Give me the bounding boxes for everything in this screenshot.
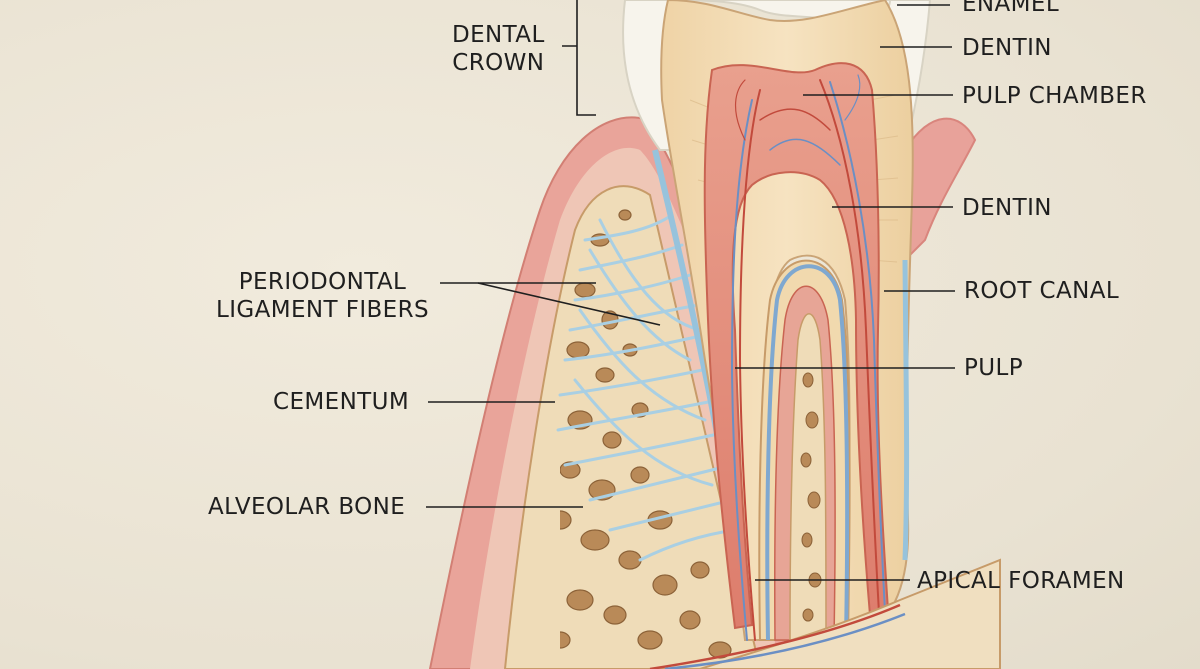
- ligament-fibers: [556, 213, 737, 562]
- label-dental-crown: DENTAL CROWN: [452, 21, 545, 77]
- label-apical-foramen: APICAL FORAMEN: [917, 568, 1125, 594]
- leader-lines: [426, 0, 955, 581]
- alveolar-bone-left: [503, 185, 762, 669]
- gum-right: [904, 117, 977, 263]
- vessels: [730, 74, 887, 641]
- label-dental-crown-line2: CROWN: [452, 50, 545, 76]
- crown-bracket: [562, 0, 596, 116]
- label-root-canal: ROOT CANAL: [964, 278, 1120, 304]
- label-enamel: ENAMEL: [962, 0, 1060, 17]
- root-cementum-outline: [765, 264, 850, 641]
- label-pulp: PULP: [964, 355, 1023, 381]
- label-cementum: CEMENTUM: [273, 389, 410, 415]
- label-dentin-root: DENTIN: [962, 195, 1052, 221]
- label-periodontal-line1: PERIODONTAL: [238, 269, 407, 295]
- pulp-chamber: [703, 62, 890, 630]
- label-pulp-chamber: PULP CHAMBER: [962, 83, 1147, 109]
- label-periodontal-ligament-fibers: PERIODONTAL LIGAMENT FIBERS: [216, 268, 429, 324]
- label-periodontal-line2: LIGAMENT FIBERS: [216, 297, 429, 323]
- inner-bone: [789, 313, 827, 641]
- label-alveolar-bone: ALVEOLAR BONE: [208, 494, 406, 520]
- label-dental-crown-line1: DENTAL: [452, 22, 545, 48]
- label-dentin-crown: DENTIN: [962, 35, 1052, 61]
- right-root-outline: [902, 259, 910, 561]
- inner-bone-cavities: [800, 372, 822, 622]
- base-vessel-blue: [664, 612, 906, 669]
- base-vessel-red: [649, 603, 901, 669]
